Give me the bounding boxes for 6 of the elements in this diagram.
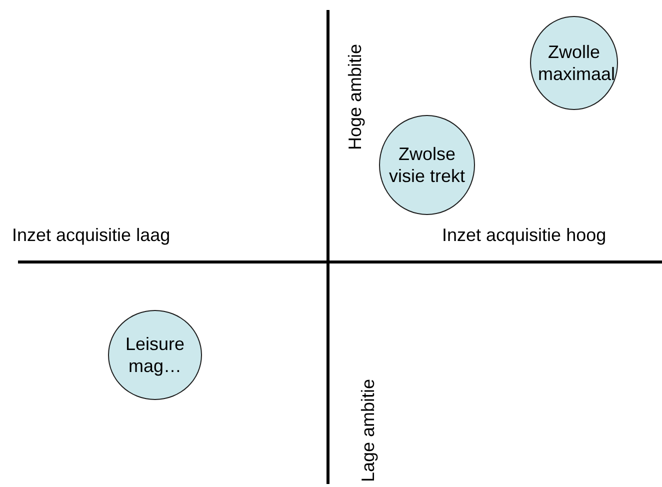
axis-label: Lage ambitie	[357, 378, 379, 482]
node-label: Zwolse visie trekt	[388, 143, 466, 187]
axis-label: Hoge ambitie	[344, 44, 366, 150]
axis-label: Inzet acquisitie laag	[12, 224, 170, 246]
node-label: Leisure mag…	[124, 333, 186, 377]
axis-label: Inzet acquisitie hoog	[442, 224, 606, 246]
